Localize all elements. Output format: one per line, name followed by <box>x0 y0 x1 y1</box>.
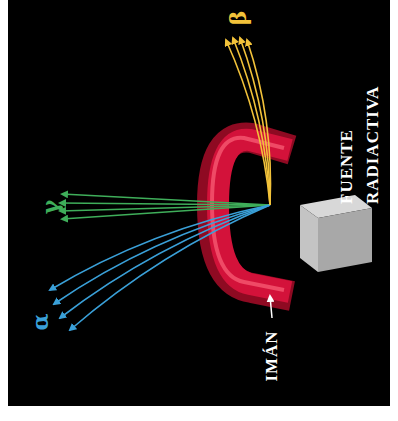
magnet-highlight <box>212 138 284 290</box>
magnet-label: IMÁN <box>262 330 282 381</box>
gamma-rays <box>60 194 270 219</box>
beta-label: β <box>225 11 251 26</box>
beta-rays <box>226 38 271 205</box>
source-front <box>318 208 372 272</box>
leader-line <box>270 296 272 318</box>
source-label: FUENTE RADIACTIVA <box>334 76 386 204</box>
source-side <box>300 205 318 272</box>
alpha-label: α <box>27 314 53 331</box>
alpha-rays <box>50 205 270 330</box>
gamma-label: γ <box>37 200 63 215</box>
magnet <box>218 140 290 292</box>
background <box>8 0 390 406</box>
